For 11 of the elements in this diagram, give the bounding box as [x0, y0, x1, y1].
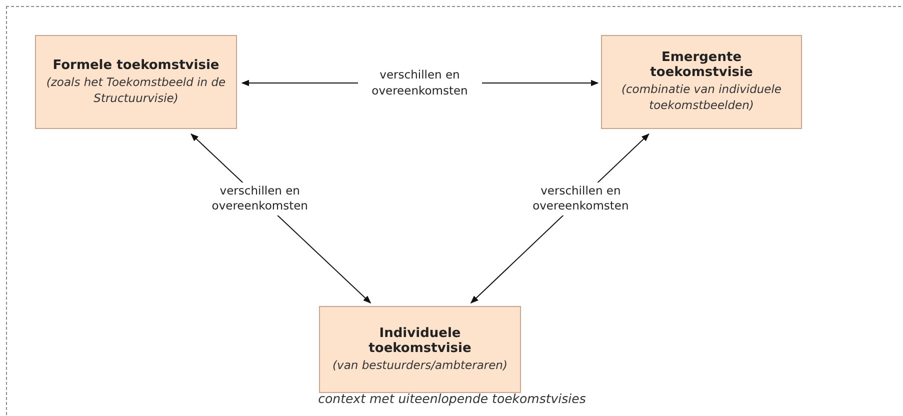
- box-subtitle: (combinatie van individuele toekomstbeelden): [620, 82, 783, 114]
- box-title: Formele toekomstvisie: [52, 58, 220, 73]
- frame-caption: context met uiteenlopende toekomstvisies: [318, 391, 586, 406]
- box-subtitle: (zoals het Toekomstbeeld in de Structuurvisie): [46, 74, 226, 106]
- vision-box: [319, 306, 521, 393]
- vision-box: [601, 35, 802, 129]
- context-frame: [6, 6, 903, 416]
- box-subtitle: (van bestuurders/ambteraren): [332, 358, 508, 374]
- box-title: Emergente toekomstvisie: [649, 50, 754, 80]
- vision-box: [35, 35, 237, 129]
- box-title: Individuele toekomstvisie: [368, 326, 472, 356]
